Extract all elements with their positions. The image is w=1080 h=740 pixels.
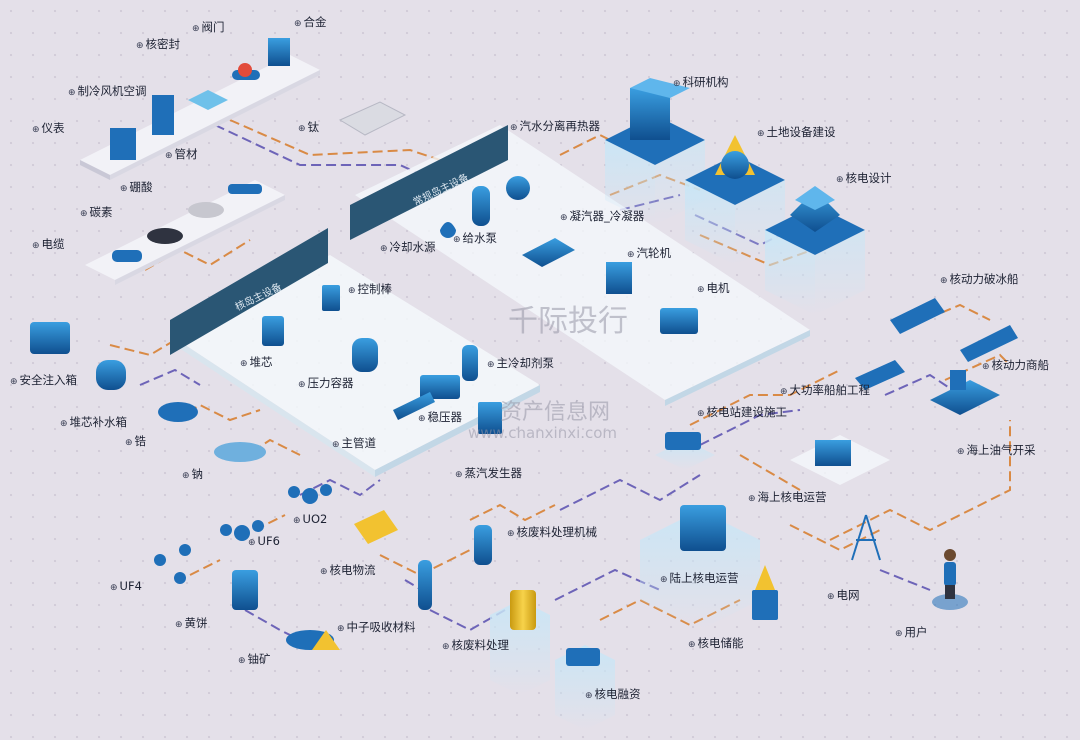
label-onshore-operation: 陆上核电运营 (660, 571, 739, 587)
label-civil-construction: 土地设备建设 (757, 125, 836, 141)
label-carbon: 碳素 (80, 205, 113, 221)
label-valve: 阀门 (192, 20, 225, 36)
label-research-institute: 科研机构 (673, 75, 729, 91)
label-cable: 电缆 (32, 237, 65, 253)
core-equipment-icons (262, 176, 698, 434)
label-merchant-ship: 核动力商船 (982, 358, 1050, 374)
label-generator: 电机 (697, 281, 730, 297)
tray-materials (85, 180, 285, 280)
label-waste-machinery: 核废料处理机械 (507, 525, 598, 541)
nuclear-design-block (765, 186, 865, 315)
label-steam-separator: 汽水分离再热器 (510, 119, 601, 135)
label-reactor-core: 堆芯 (240, 355, 273, 371)
label-feed-pump: 给水泵 (453, 231, 498, 247)
label-large-ship: 大功率船舶工程 (780, 383, 871, 399)
banner-conventional (350, 125, 508, 240)
label-titanium: 钛 (298, 120, 320, 136)
label-safety-injection-tank: 安全注入箱 (10, 373, 78, 389)
label-offshore-operation: 海上核电运营 (748, 490, 827, 506)
left-column-icons (30, 322, 340, 650)
label-control-rod: 控制棒 (348, 282, 393, 298)
label-hvac-fan: 制冷风机空调 (68, 84, 147, 100)
label-pressurizer: 稳压器 (418, 410, 463, 426)
label-energy-storage: 核电储能 (688, 636, 744, 652)
label-condenser: 凝汽器_冷凝器 (560, 209, 645, 225)
label-instrument: 仪表 (32, 121, 65, 137)
label-uf4: UF4 (110, 579, 142, 595)
label-pressure-vessel: 压力容器 (298, 376, 354, 392)
label-nuclear-seal: 核密封 (136, 37, 181, 53)
label-zirconium: 锆 (125, 434, 147, 450)
label-core-makeup-tank: 堆芯补水箱 (60, 415, 128, 431)
research-institute-block (605, 78, 705, 225)
label-sodium: 钠 (182, 467, 204, 483)
label-icebreaker: 核动力破冰船 (940, 272, 1019, 288)
right-lower-icons (640, 298, 1018, 630)
label-main-coolant-pump: 主冷却剂泵 (487, 356, 555, 372)
label-user: 用户 (895, 625, 928, 641)
label-uo2: UO2 (293, 512, 328, 528)
banner-core (170, 228, 328, 355)
label-offshore-oil: 海上油气开采 (957, 443, 1036, 459)
upper-tray-icons (110, 38, 407, 262)
label-uranium-ore: 铀矿 (238, 652, 271, 668)
label-finance: 核电融资 (585, 687, 641, 703)
label-cooling-water: 冷却水源 (380, 240, 436, 256)
tray-top (80, 55, 320, 175)
label-logistics: 核电物流 (320, 563, 376, 579)
label-grid: 电网 (827, 588, 860, 604)
label-neutron-absorber: 中子吸收材料 (337, 620, 416, 636)
label-waste-treatment: 核废料处理 (442, 638, 510, 654)
label-uf6: UF6 (248, 534, 280, 550)
label-yellowcake: 黄饼 (175, 616, 208, 632)
label-nuclear-design: 核电设计 (836, 171, 892, 187)
label-alloy: 合金 (294, 15, 327, 31)
label-plant-construction: 核电站建设施工 (697, 405, 788, 421)
label-pipe-material: 管材 (165, 147, 198, 163)
label-steam-generator: 蒸汽发生器 (455, 466, 523, 482)
label-main-pipe: 主管道 (332, 436, 377, 452)
label-boric-acid: 硼酸 (120, 180, 153, 196)
label-turbine: 汽轮机 (627, 246, 672, 262)
lower-middle-icons (354, 510, 615, 730)
